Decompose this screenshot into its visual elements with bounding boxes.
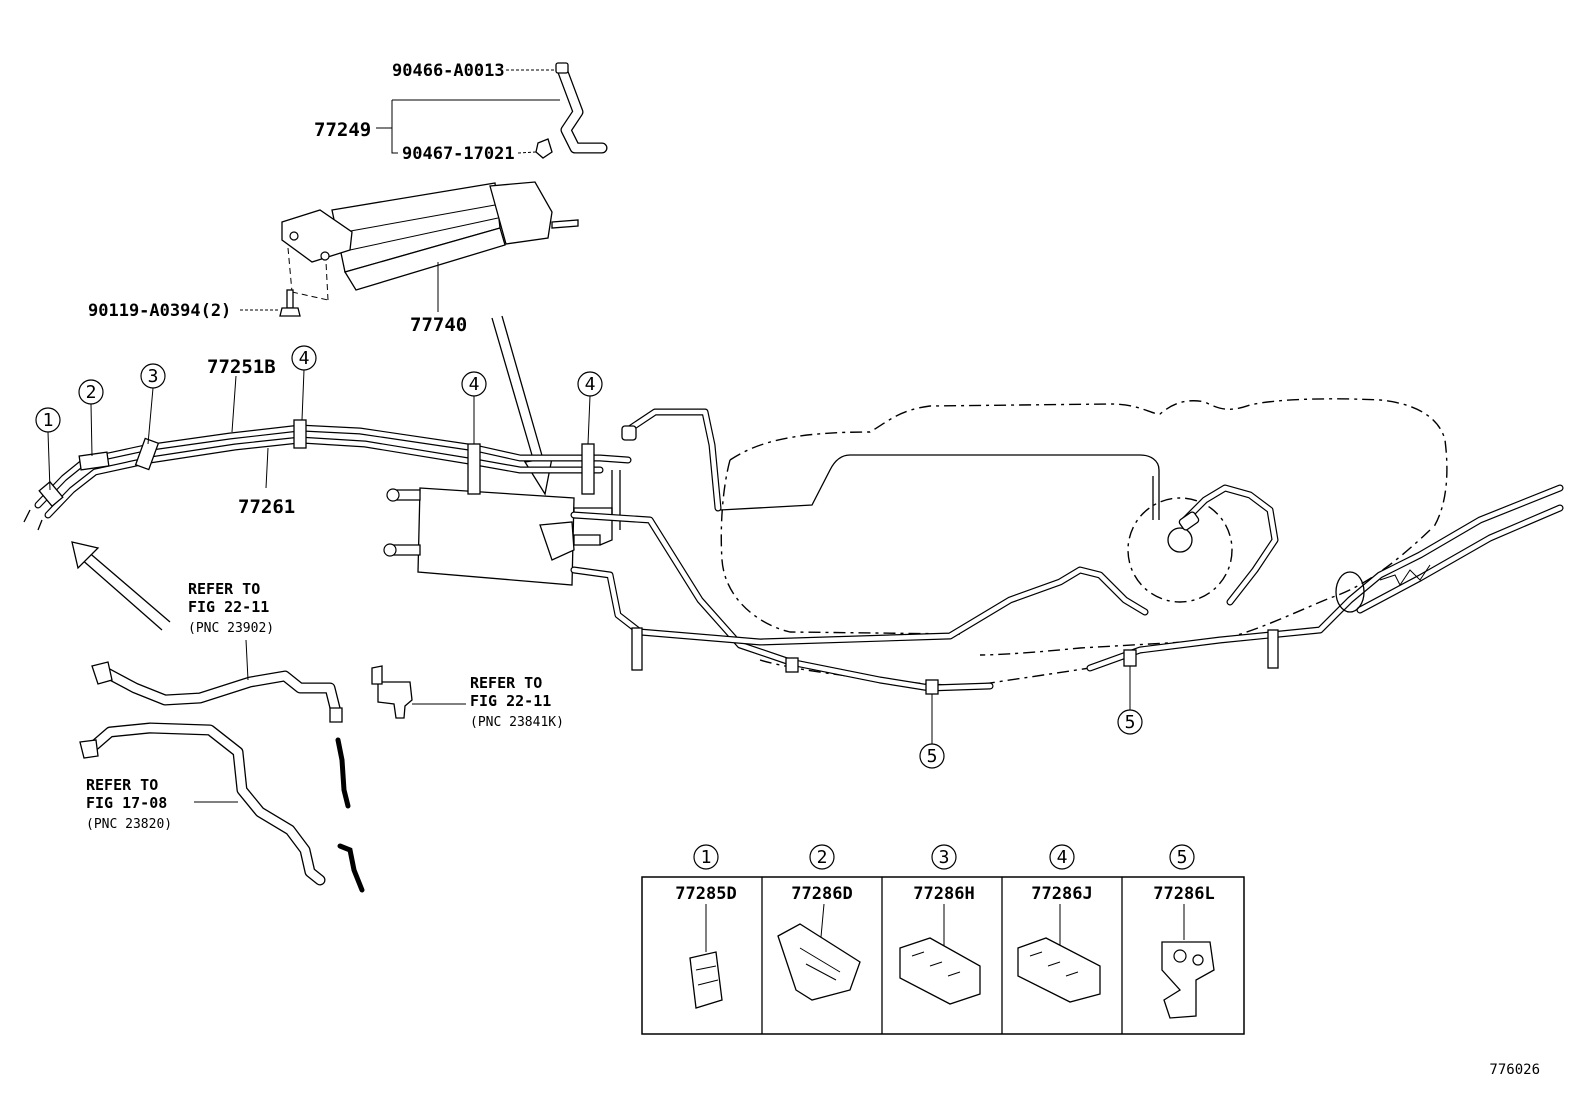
svg-text:4: 4 [299, 348, 310, 369]
hose-pnc-23902 [91, 639, 351, 809]
installed-canister [383, 470, 621, 586]
reference-1-line2: FIG 22-11 [188, 598, 269, 616]
svg-text:5: 5 [927, 746, 938, 767]
callout-2: 2 [78, 379, 104, 405]
hose-pnc-23820 [79, 722, 365, 893]
legend-item-4: 4 77286J [1017, 844, 1101, 1003]
reference-1-line1: REFER TO [188, 580, 260, 598]
legend-part-77285D: 77285D [675, 884, 736, 904]
arrow-refer-fig [71, 541, 171, 631]
callout-leaders [47, 369, 1131, 744]
tube-77261 [44, 436, 604, 519]
callout-4a: 4 [291, 345, 317, 371]
callout-3: 3 [140, 363, 166, 389]
callout-5a: 5 [919, 743, 945, 769]
legend-item-2: 2 77286D [777, 844, 861, 1001]
svg-text:1: 1 [43, 410, 54, 431]
legend-part-77286H: 77286H [913, 884, 974, 904]
clip-marks [38, 419, 1279, 695]
svg-text:4: 4 [585, 374, 596, 395]
reference-3-line1: REFER TO [86, 776, 158, 794]
svg-text:1: 1 [701, 847, 712, 868]
reference-2-line1: REFER TO [470, 674, 542, 692]
svg-text:5: 5 [1125, 712, 1136, 733]
fitting-pnc-23841K [371, 665, 466, 719]
charcoal-canister-77740 [281, 181, 579, 312]
legend-part-77286L: 77286L [1153, 884, 1214, 904]
part-label-77249: 77249 [314, 119, 371, 141]
svg-text:5: 5 [1177, 847, 1188, 868]
reference-3-pnc: (PNC 23820) [86, 817, 172, 832]
part-label-77740: 77740 [410, 314, 467, 336]
svg-text:3: 3 [148, 366, 159, 387]
reference-2-pnc: (PNC 23841K) [470, 715, 564, 730]
part-label-90119-A0394: 90119-A0394(2) [88, 301, 231, 321]
reference-2-line2: FIG 22-11 [470, 692, 551, 710]
svg-text:4: 4 [469, 374, 480, 395]
callout-4c: 4 [577, 371, 603, 397]
svg-text:3: 3 [939, 847, 950, 868]
legend-item-1: 1 77285D [675, 844, 737, 1009]
svg-text:2: 2 [817, 847, 828, 868]
svg-text:2: 2 [86, 382, 97, 403]
reference-1-pnc: (PNC 23902) [188, 621, 274, 636]
legend-item-3: 3 77286H [899, 844, 981, 1005]
vapor-lines [570, 408, 1564, 692]
bolt-90119 [240, 289, 301, 317]
legend-part-77286D: 77286D [791, 884, 852, 904]
part-label-90466-A0013: 90466-A0013 [392, 61, 505, 81]
part-label-77251B: 77251B [207, 356, 276, 378]
callout-1: 1 [35, 407, 61, 433]
legend-item-5: 5 77286L [1153, 844, 1215, 1019]
legend-part-77286J: 77286J [1031, 884, 1092, 904]
svg-text:4: 4 [1057, 847, 1068, 868]
figure-number: 776026 [1489, 1062, 1540, 1078]
callout-5b: 5 [1117, 709, 1143, 735]
callout-4b: 4 [461, 371, 487, 397]
hose-assembly-77249 [376, 62, 608, 159]
reference-3-line2: FIG 17-08 [86, 794, 167, 812]
part-label-90467-17021: 90467-17021 [402, 144, 515, 164]
part-label-77261: 77261 [238, 496, 295, 518]
